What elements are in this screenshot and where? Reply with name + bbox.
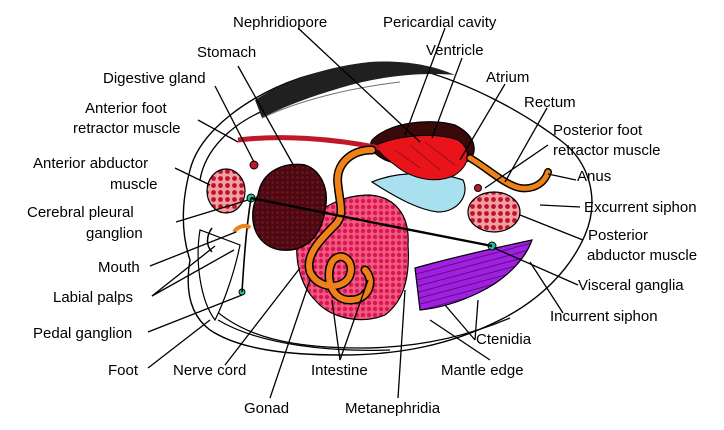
label-ctenidia: Ctenidia — [476, 331, 532, 348]
label-intestine: Intestine — [311, 362, 368, 379]
label-posterior-foot-retractor-1: Posterior foot — [553, 122, 643, 139]
leader-lines — [147, 27, 584, 399]
label-stomach: Stomach — [197, 44, 256, 61]
label-nerve-cord: Nerve cord — [173, 362, 246, 379]
nerve-cord — [250, 196, 493, 248]
label-excurrent-siphon: Excurrent siphon — [584, 199, 697, 216]
label-pericardial-cavity: Pericardial cavity — [383, 14, 497, 31]
anterior-abductor-muscle — [206, 168, 246, 214]
label-atrium: Atrium — [486, 69, 529, 86]
label-cerebral-pleural-1: Cerebral pleural — [27, 204, 134, 221]
label-mouth: Mouth — [98, 259, 140, 276]
labels: Nephridiopore Pericardial cavity Stomach… — [27, 14, 697, 417]
label-mantle-edge: Mantle edge — [441, 362, 524, 379]
label-gonad: Gonad — [244, 400, 289, 417]
rectum-tube — [237, 135, 381, 151]
label-anterior-foot-retractor-1: Anterior foot — [85, 100, 168, 117]
label-foot: Foot — [108, 362, 139, 379]
label-incurrent-siphon: Incurrent siphon — [550, 308, 658, 325]
label-metanephridia: Metanephridia — [345, 400, 441, 417]
mouth-shape — [232, 223, 252, 234]
heart-ventricle-atrium — [375, 134, 468, 181]
ctenidia-shape — [414, 239, 533, 311]
label-anterior-foot-retractor-2: retractor muscle — [73, 120, 181, 137]
labial-palps-shape — [206, 227, 213, 253]
label-posterior-foot-retractor-2: retractor muscle — [553, 142, 661, 159]
label-anterior-abductor-1: Anterior abductor — [33, 155, 148, 172]
label-rectum: Rectum — [524, 94, 576, 111]
label-pedal-ganglion: Pedal ganglion — [33, 325, 132, 342]
label-ventricle: Ventricle — [426, 42, 484, 59]
label-anterior-abductor-2: muscle — [110, 176, 158, 193]
label-cerebral-pleural-2: ganglion — [86, 225, 143, 242]
label-posterior-abductor-2: abductor muscle — [587, 247, 697, 264]
intestine-coils — [304, 145, 552, 305]
posterior-abductor-muscle — [467, 191, 521, 233]
label-posterior-abductor-1: Posterior — [588, 227, 648, 244]
label-digestive-gland: Digestive gland — [103, 70, 206, 87]
label-nephridiopore: Nephridiopore — [233, 14, 327, 31]
stomach-mass — [252, 163, 327, 251]
posterior-foot-retractor-dot — [474, 184, 482, 192]
label-visceral-ganglia: Visceral ganglia — [578, 277, 684, 294]
label-labial-palps: Labial palps — [53, 289, 133, 306]
digestive-gland-dot — [249, 160, 259, 170]
label-anus: Anus — [577, 168, 611, 185]
shell-hinge — [255, 61, 455, 118]
